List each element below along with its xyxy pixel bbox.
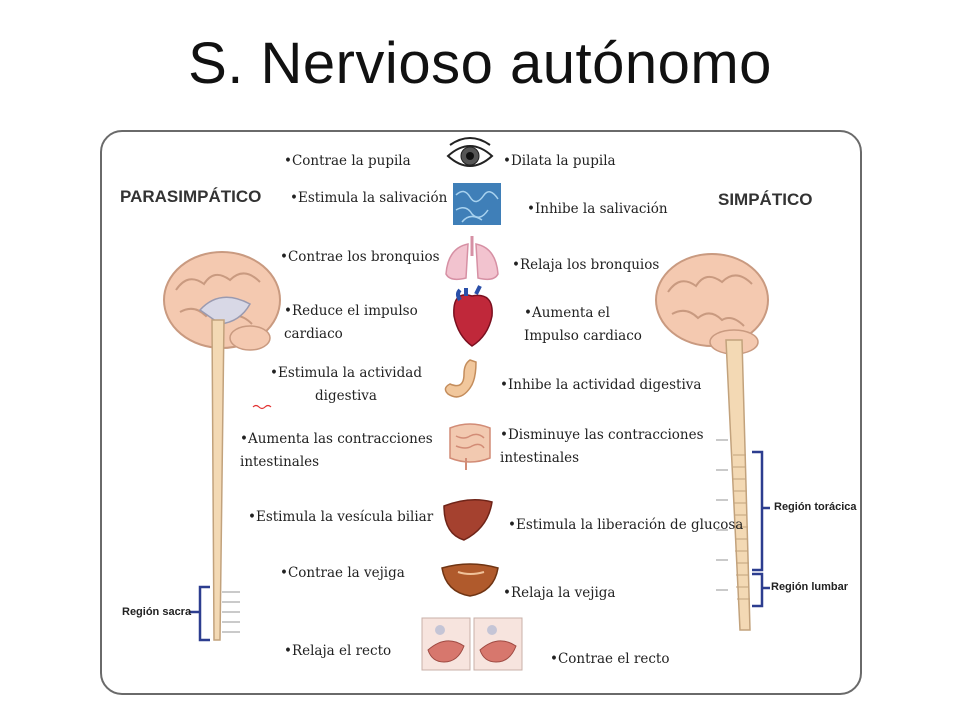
stomach-icon xyxy=(444,359,477,398)
sympathetic-effect-bronchi: •Relaja los bronquios xyxy=(512,257,660,273)
parasympathetic-spinal-cord-icon xyxy=(211,319,225,641)
sympathetic-title: SIMPÁTICO xyxy=(718,190,813,209)
thoracic-bracket-icon xyxy=(752,450,770,572)
sympathetic-effect-glucose: •Estimula la liberación de glucosa xyxy=(508,517,744,533)
bladder-icon xyxy=(441,563,499,597)
parasympathetic-effect-bladder: •Contrae la vejiga xyxy=(280,565,405,581)
sympathetic-effect-heart: •Aumenta el Impulso cardiaco xyxy=(524,305,642,344)
parasympathetic-title: PARASIMPÁTICO xyxy=(120,187,262,206)
parasympathetic-effect-salivation: •Estimula la salivación xyxy=(290,190,448,206)
sympathetic-brain-icon xyxy=(655,253,769,355)
sympathetic-spinal-cord-icon xyxy=(725,339,751,631)
rectum-icon xyxy=(421,617,523,671)
parasympathetic-effect-bronchi: •Contrae los bronquios xyxy=(280,249,440,265)
sacral-bracket-icon xyxy=(190,585,210,642)
region-lumbar-label: Región lumbar xyxy=(771,581,849,593)
lungs-icon xyxy=(445,236,499,281)
salivary-gland-icon xyxy=(453,183,501,225)
parasympathetic-effect-heart: •Reduce el impulso cardiaco xyxy=(284,303,418,342)
intestines-icon xyxy=(449,423,491,470)
sympathetic-effect-rectum: •Contrae el recto xyxy=(550,651,670,667)
lumbar-bracket-icon xyxy=(752,572,770,608)
heart-icon xyxy=(453,285,493,347)
sympathetic-effect-pupil: •Dilata la pupila xyxy=(503,153,616,169)
sympathetic-effect-salivation: •Inhibe la salivación xyxy=(527,201,668,217)
squiggle-mark-icon xyxy=(252,404,272,410)
parasympathetic-effect-digestive: •Estimula la actividad digestiva xyxy=(270,365,422,404)
parasympathetic-effect-pupil: •Contrae la pupila xyxy=(284,153,411,169)
parasympathetic-effect-rectum: •Relaja el recto xyxy=(284,643,392,659)
sympathetic-effect-digestive: •Inhibe la actividad digestiva xyxy=(500,377,702,393)
sympathetic-nerve-ticks-icon xyxy=(716,439,728,591)
slide-title: S. Nervioso autónomo xyxy=(188,31,772,96)
parasympathetic-effect-intestinal: •Aumenta las contracciones intestinales xyxy=(240,431,433,470)
sympathetic-effect-bladder: •Relaja la vejiga xyxy=(503,585,616,601)
eye-icon xyxy=(446,137,494,167)
liver-icon xyxy=(443,499,493,541)
sympathetic-effect-intestinal: •Disminuye las contracciones intestinale… xyxy=(500,427,704,466)
region-sacra-label: Región sacra xyxy=(122,606,192,618)
sympathetic-vertebra-lines-icon xyxy=(733,454,750,600)
region-thoracic-label: Región torácica xyxy=(774,501,857,513)
parasympathetic-effect-gallbladder: •Estimula la vesícula biliar xyxy=(248,509,434,525)
parasympathetic-nerve-ticks-icon xyxy=(222,591,240,633)
